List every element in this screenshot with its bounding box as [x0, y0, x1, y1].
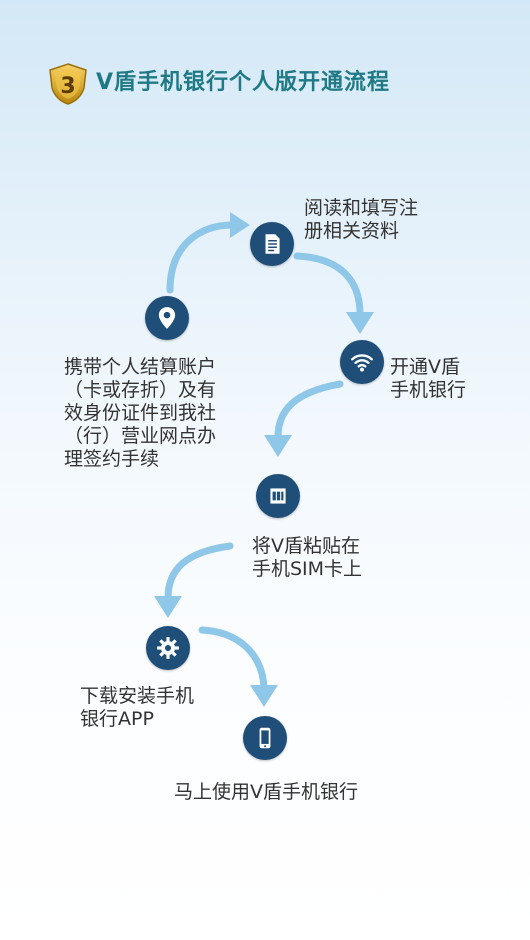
step-node-3	[340, 340, 384, 384]
step-5-line-1: 下载安装手机	[80, 685, 195, 707]
step-1-line-4: （行）营业网点办	[64, 425, 217, 447]
step-6-line-1: 马上使用V盾手机银行	[174, 781, 358, 803]
step-2-line-1: 阅读和填写注	[304, 197, 419, 219]
step-1-line-1: 携带个人结算账户	[64, 356, 217, 378]
wifi-icon	[351, 354, 373, 372]
sim-card-icon	[270, 488, 286, 504]
step-2-line-2: 册相关资料	[304, 220, 400, 242]
arrowhead-1	[230, 212, 250, 238]
step-label-6: 马上使用V盾手机银行	[174, 781, 358, 804]
gear-icon	[157, 637, 179, 659]
step-3-line-1: 开通V盾	[390, 356, 460, 378]
arrow-1-to-2	[166, 221, 236, 294]
arrow-4-to-5	[164, 542, 234, 602]
arrowhead-4	[154, 596, 182, 618]
location-pin-icon	[158, 307, 176, 329]
arrowhead-2	[346, 312, 374, 334]
step-label-5: 下载安装手机 银行APP	[80, 685, 194, 731]
step-5-line-2: 银行APP	[80, 708, 154, 730]
step-1-line-2: （卡或存折）及有	[64, 379, 217, 401]
arrowhead-5	[250, 685, 278, 707]
step-1-line-3: 效身份证件到我社	[64, 402, 217, 424]
step-node-5	[146, 626, 190, 670]
step-4-line-2: 手机SIM卡上	[252, 558, 363, 580]
arrow-3-to-4	[274, 380, 344, 441]
step-1-line-5: 理签约手续	[64, 448, 160, 470]
step-label-1: 携带个人结算账户 （卡或存折）及有 效身份证件到我社 （行）营业网点办 理签约手…	[64, 356, 216, 471]
step-node-6	[243, 716, 287, 760]
arrow-2-to-3	[293, 252, 364, 318]
arrow-5-to-6	[198, 626, 268, 691]
step-node-4	[256, 474, 300, 518]
arrowhead-3	[264, 435, 292, 457]
step-label-2: 阅读和填写注 册相关资料	[304, 197, 418, 243]
badge-number: 3	[60, 74, 75, 99]
page-title: V盾手机银行个人版开通流程	[96, 70, 391, 95]
step-node-1	[145, 296, 189, 340]
step-4-line-1: 将V盾粘贴在	[252, 535, 360, 557]
step-3-line-2: 手机银行	[390, 379, 467, 401]
step-label-3: 开通V盾 手机银行	[390, 356, 466, 402]
step-label-4: 将V盾粘贴在 手机SIM卡上	[252, 535, 362, 581]
step-node-2	[250, 222, 294, 266]
mobile-phone-icon	[259, 727, 271, 749]
document-icon	[265, 234, 280, 254]
shield-badge-icon: 3	[49, 63, 87, 105]
